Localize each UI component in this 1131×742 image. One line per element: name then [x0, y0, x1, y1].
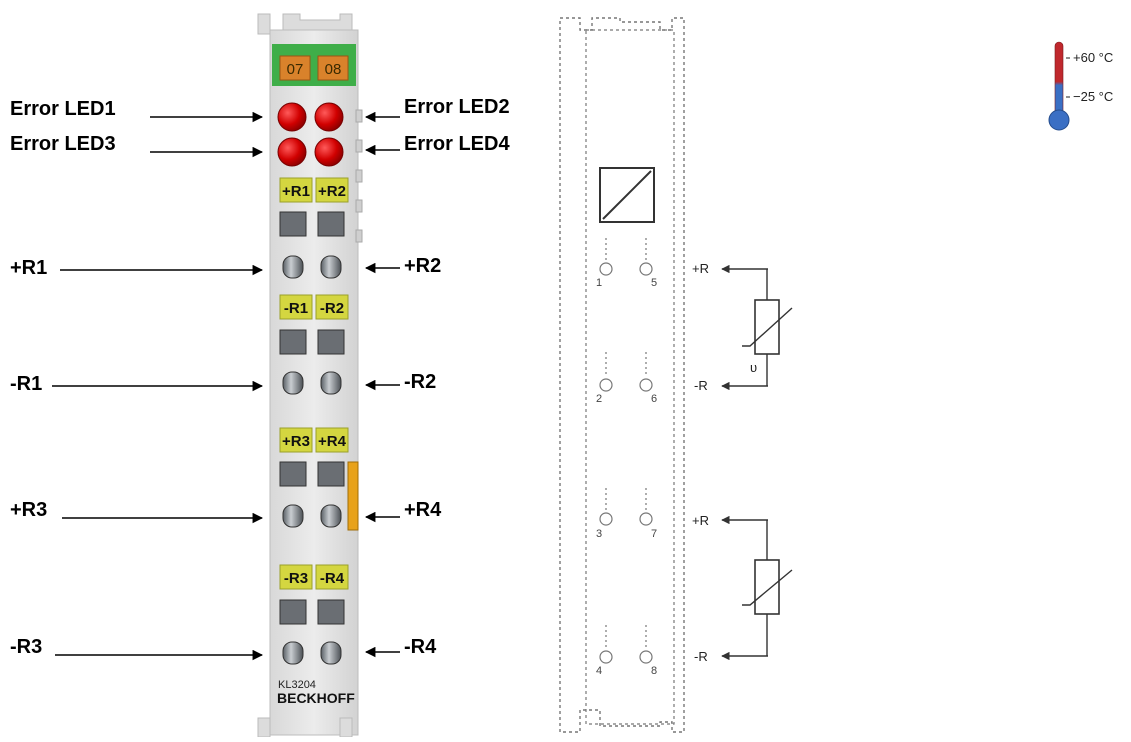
pin-7-label: 7 [651, 528, 657, 540]
callout-plus-r3: +R3 [10, 499, 47, 521]
pin-2 [599, 378, 613, 392]
wire-entry-5 [320, 255, 342, 279]
error-led-2 [314, 102, 344, 132]
spring-slot-1 [279, 211, 307, 237]
tag-minus-r4-label: -R4 [320, 570, 345, 587]
pin-6 [639, 378, 653, 392]
led-tag-07 [279, 55, 311, 81]
schematic-outline [559, 17, 685, 733]
tag-minus-r3 [279, 564, 313, 590]
spring-slot-3 [279, 461, 307, 487]
minus-r-label-2: -R [694, 649, 708, 664]
wire-entry-6 [320, 371, 342, 395]
spring-slot-5 [317, 211, 345, 237]
wire-entry-3 [282, 504, 304, 528]
tag-plus-r3 [279, 427, 313, 453]
pin-5 [639, 262, 653, 276]
pin-4-label: 4 [596, 665, 602, 677]
tag-minus-r1-label: -R1 [284, 300, 308, 317]
pin-8-label: 8 [651, 665, 657, 677]
minus-r-label-1: -R [694, 378, 708, 393]
temperature-range: +60 °C −25 °C [1048, 41, 1113, 131]
rtd-sensor-2 [754, 559, 780, 615]
rtd-sensor-1 [754, 299, 780, 355]
pin-1 [599, 262, 613, 276]
module-brand: BECKHOFF [277, 690, 355, 706]
terminal-module: 07 08 +R1 +R2 -R1 -R2 +R3 +R4 [257, 13, 363, 738]
spring-slot-2 [279, 329, 307, 355]
orange-marker [347, 461, 359, 531]
callout-error-led2: Error LED2 [404, 96, 510, 118]
pin-8 [639, 650, 653, 664]
pins [599, 238, 653, 664]
callout-minus-r1: -R1 [10, 373, 42, 395]
tag-plus-r2 [315, 177, 349, 203]
tag-minus-r2-label: -R2 [320, 300, 344, 317]
tag-minus-r1 [279, 294, 313, 320]
pin-1-label: 1 [596, 277, 602, 289]
tag-plus-r1 [279, 177, 313, 203]
wire-entry-8 [320, 641, 342, 665]
callout-error-led3: Error LED3 [10, 133, 116, 155]
callout-plus-r4: +R4 [404, 499, 442, 521]
pin-4 [599, 650, 613, 664]
callout-plus-r2: +R2 [404, 255, 441, 277]
tag-plus-r2-label: +R2 [318, 183, 346, 200]
tag-minus-r4 [315, 564, 349, 590]
led-tag-08 [317, 55, 349, 81]
wire-entry-1 [282, 255, 304, 279]
schematic: 1 5 2 6 3 7 4 8 +R -R υ +R -R [559, 17, 793, 733]
pin-5-label: 5 [651, 277, 657, 289]
pin-3-label: 3 [596, 528, 602, 540]
plus-r-label-1: +R [692, 261, 709, 276]
error-led-3 [277, 137, 307, 167]
wire-entry-2 [282, 371, 304, 395]
temp-min: −25 °C [1073, 89, 1113, 104]
callout-error-led1: Error LED1 [10, 98, 116, 120]
wire-entry-7 [320, 504, 342, 528]
tag-plus-r4 [315, 427, 349, 453]
tag-plus-r1-label: +R1 [282, 183, 310, 200]
spring-slot-4 [279, 599, 307, 625]
module-model: KL3204 [278, 679, 316, 691]
tag-minus-r2 [315, 294, 349, 320]
callouts: Error LED1 Error LED3 Error LED2 Error L… [10, 96, 510, 661]
plus-r-label-2: +R [692, 513, 709, 528]
tag-plus-r4-label: +R4 [318, 433, 347, 450]
callout-minus-r2: -R2 [404, 371, 436, 393]
tag-minus-r3-label: -R3 [284, 570, 308, 587]
error-led-1 [277, 102, 307, 132]
spring-slot-6 [317, 329, 345, 355]
callout-minus-r3: -R3 [10, 636, 42, 658]
temp-max: +60 °C [1073, 50, 1113, 65]
callout-plus-r1: +R1 [10, 257, 47, 279]
pin-3 [599, 512, 613, 526]
side-contacts [355, 109, 363, 243]
callout-error-led4: Error LED4 [404, 133, 510, 155]
spring-slot-7 [317, 461, 345, 487]
spring-slot-8 [317, 599, 345, 625]
wire-entry-4 [282, 641, 304, 665]
error-led-4 [314, 137, 344, 167]
theta-symbol: υ [750, 360, 757, 375]
pin-7 [639, 512, 653, 526]
thermometer-icon [1054, 41, 1064, 115]
tag-plus-r3-label: +R3 [282, 433, 310, 450]
led-tag-07-label: 07 [287, 61, 304, 78]
led-tag-08-label: 08 [325, 61, 342, 78]
pin-2-label: 2 [596, 393, 602, 405]
pin-6-label: 6 [651, 393, 657, 405]
callout-minus-r4: -R4 [404, 636, 437, 658]
